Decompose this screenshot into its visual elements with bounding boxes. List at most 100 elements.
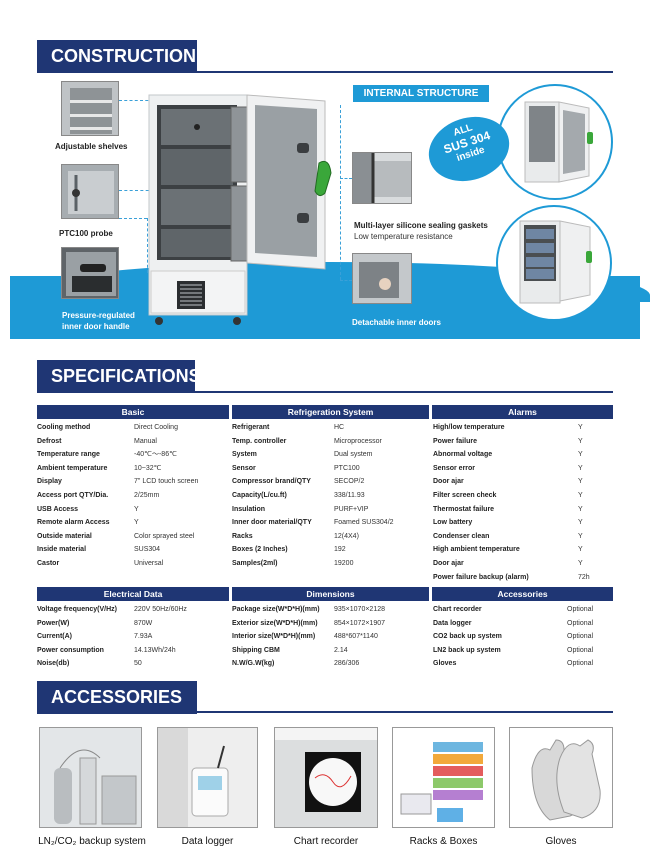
- connector-handle: [119, 218, 147, 219]
- accessory-label-ln2: LN₂/CO₂ backup system: [38, 836, 146, 847]
- spec-row: Power(W)870W: [37, 617, 229, 631]
- accessory-label-racks: Racks & Boxes: [409, 836, 478, 847]
- spec-value: Y: [578, 451, 583, 459]
- spec-value: 935×1070×2128: [334, 606, 385, 613]
- spec-key: Power failure backup (alarm): [433, 573, 529, 581]
- gasket-caption-2: Low temperature resistance: [354, 232, 453, 241]
- spec-value: 488*607*1140: [334, 633, 378, 641]
- spec-value: SECOP/2: [334, 478, 365, 486]
- spec-value: 220V 50Hz/60Hz: [134, 606, 187, 613]
- spec-key: Exterior size(W*D*H)(mm): [232, 619, 318, 627]
- handle-caption-1: Pressure-regulated: [62, 311, 135, 320]
- spec-value: HC: [334, 424, 345, 431]
- spec-key: Temperature range: [37, 451, 100, 459]
- spec-key: Condenser clean: [433, 532, 490, 540]
- spec-row: Abnormal voltage Y: [433, 448, 613, 462]
- connector-doors: [340, 280, 352, 281]
- spec-value: 12(4X4): [334, 532, 359, 540]
- doors-caption: Detachable inner doors: [352, 318, 441, 327]
- spec-key: Sensor: [232, 464, 256, 472]
- spec-value: -40℃～-86℃: [134, 451, 177, 459]
- spec-key: Remote alarm Access: [37, 519, 110, 527]
- spec-row: Exterior size(W*D*H)(mm) 854×1072×1907: [232, 617, 429, 631]
- spec-key: Voltage frequency(V/Hz): [37, 606, 117, 613]
- construction-rule: [197, 71, 613, 73]
- freezer-main-illustration: [148, 94, 332, 325]
- spec-value: 10~32℃: [134, 464, 162, 472]
- accessory-label-datalogger: Data logger: [181, 836, 234, 847]
- spec-row: USB Access Y: [37, 503, 229, 517]
- accessories-title: ACCESSORIES: [37, 681, 197, 714]
- spec-row: Door ajar Y: [433, 475, 613, 489]
- spec-row: Samples(2ml)19200: [232, 557, 429, 571]
- spec-key: Inside material: [37, 546, 87, 554]
- spec-key: Data logger: [433, 619, 472, 627]
- spec-value: Y: [578, 560, 583, 567]
- connector-right-v: [340, 105, 341, 280]
- spec-value: 338/11.93: [334, 492, 365, 499]
- spec-key: Refrigerant: [232, 424, 270, 431]
- spec-key: LN2 back up system: [433, 646, 501, 654]
- spec-value: Microprocessor: [334, 437, 382, 445]
- spec-row: Refrigerant HC: [232, 421, 429, 435]
- spec-key: Cooling method: [37, 424, 91, 431]
- spec-value: 2/25mm: [134, 492, 160, 499]
- spec-key: USB Access: [37, 505, 78, 513]
- spec-key: Defrost: [37, 437, 62, 445]
- probe-photo: [61, 164, 119, 219]
- spec-key: Temp. controller: [232, 437, 287, 445]
- freezer-circle-top: [497, 84, 613, 200]
- connector-probe: [119, 190, 154, 191]
- spec-value: PTC100: [334, 464, 360, 472]
- construction-title: CONSTRUCTION: [37, 40, 197, 73]
- spec-key: Interior size(W*D*H)(mm): [232, 633, 316, 641]
- spec-row: Boxes (2 Inches)192: [232, 543, 429, 557]
- gloves-photo: [509, 727, 613, 828]
- spec-value: Y: [578, 437, 583, 445]
- gasket-photo: [352, 152, 412, 204]
- spec-value: Y: [578, 424, 583, 431]
- spec-value: 854×1072×1907: [334, 619, 385, 627]
- connector-gasket: [340, 178, 352, 179]
- spec-value: Y: [578, 478, 583, 486]
- spec-key: Display: [37, 478, 62, 486]
- connector-handle-v: [147, 218, 148, 273]
- spec-value: Y: [578, 546, 583, 554]
- spec-value: Universal: [134, 560, 164, 567]
- spec-row: Interior size(W*D*H)(mm) 488*607*1140: [232, 630, 429, 644]
- accessory-label-gloves: Gloves: [545, 836, 577, 847]
- spec-value: Optional: [567, 619, 594, 627]
- spec-value: 7.93A: [134, 633, 153, 641]
- spec-value: Y: [134, 505, 139, 513]
- shelves-photo: [61, 81, 119, 136]
- accessory-label-chartrecorder: Chart recorder: [293, 836, 359, 847]
- spec-key: High/low temperature: [433, 424, 505, 431]
- connector-shelves: [119, 100, 164, 101]
- spec-value: 72h: [578, 573, 590, 581]
- spec-row: Package size(W*D*H)(mm)935×1070×2128: [232, 603, 429, 617]
- spec-key: Thermostat failure: [433, 505, 495, 513]
- spec-key: Filter screen check: [433, 492, 497, 499]
- spec-key: Abnormal voltage: [433, 451, 493, 459]
- spec-value: Dual system: [334, 451, 373, 459]
- spec-key: Door ajar: [433, 478, 464, 486]
- spec-key: Capacity(L/cu.ft): [232, 492, 287, 499]
